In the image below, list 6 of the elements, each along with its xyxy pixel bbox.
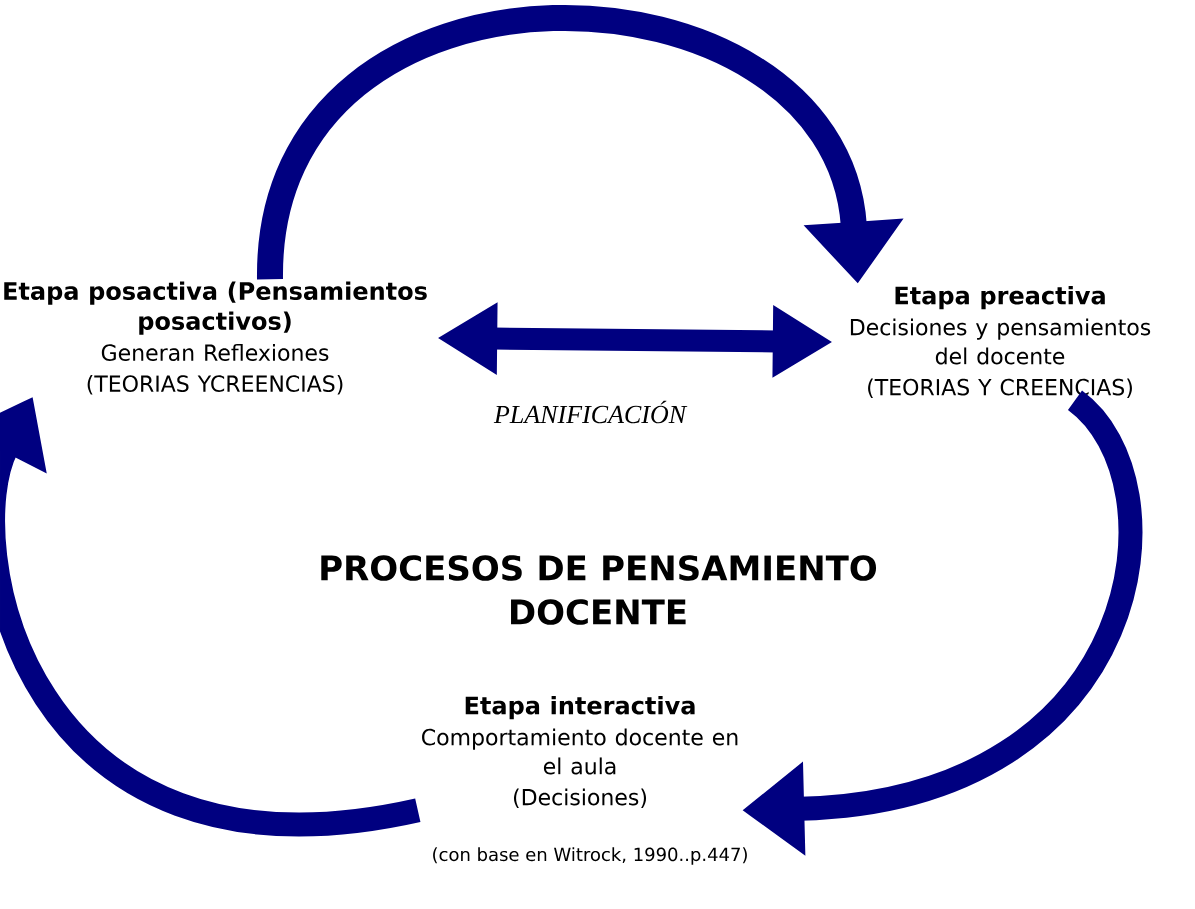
stage-text: Etapa interactiva Comportamiento docente en el aula (Decisiones)	[422, 695, 738, 809]
stage-text: Etapa posactiva (Pensamientos posactivos) Generan Reflexiones (TEORIAS YCREENCIAS)	[4, 281, 427, 395]
edge-label: PLANIFICACIÓN	[491, 398, 689, 426]
caption: (con base en Witrock, 1990..p.447)	[433, 847, 747, 865]
stage-text: Etapa preactiva Decisiones y pensamientos del docente (TEORIAS Y CREENCIAS)	[850, 285, 1151, 399]
title: PROCESOS DE PENSAMIENTO DOCENTE	[321, 555, 877, 625]
